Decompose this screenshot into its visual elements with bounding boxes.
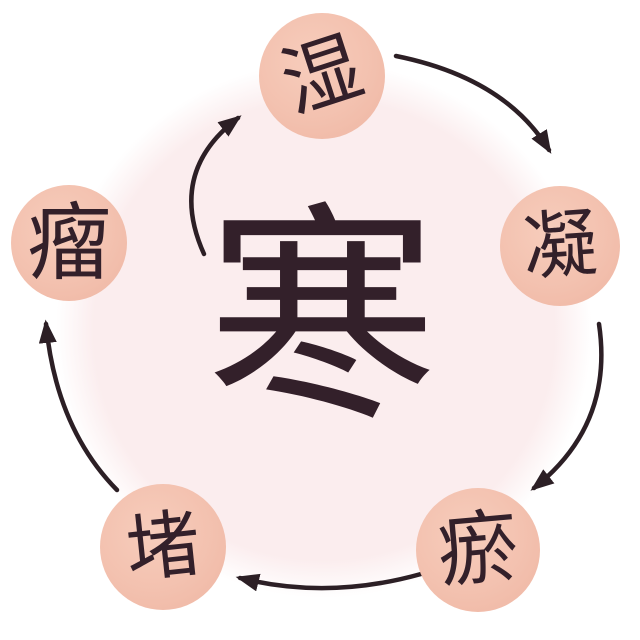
node-block-label: 堵 (121, 500, 205, 594)
node-congeal: 凝 (500, 186, 620, 306)
arrow-congeal-to-stasis (530, 321, 604, 491)
node-tumor: 瘤 (11, 185, 127, 301)
arrow-stasis-to-block (235, 571, 424, 592)
node-stasis-label: 瘀 (434, 499, 522, 600)
center-character: 寒 (205, 183, 439, 453)
node-congeal-label: 凝 (520, 200, 600, 292)
node-stasis: 瘀 (416, 488, 540, 612)
node-tumor-label: 瘤 (26, 194, 111, 292)
node-block: 堵 (100, 484, 226, 610)
node-damp: 湿 (259, 13, 385, 139)
arrow-block-to-tumor (38, 319, 120, 493)
arrow-damp-to-congeal (393, 53, 552, 154)
node-damp-label: 湿 (270, 21, 373, 131)
arrow-tumor-to-damp (189, 115, 242, 257)
